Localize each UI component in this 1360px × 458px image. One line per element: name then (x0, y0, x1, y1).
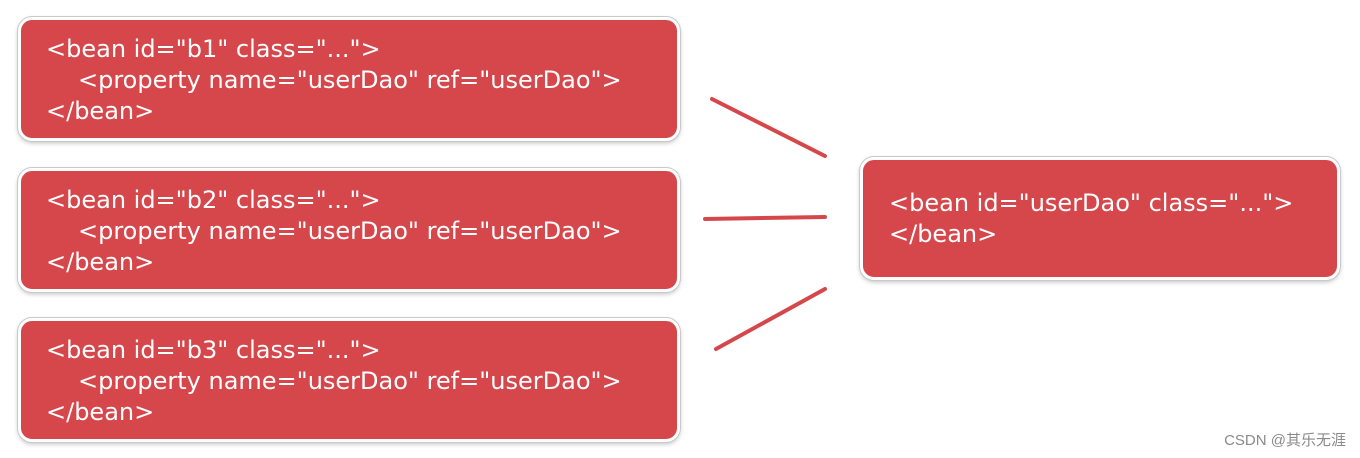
bean-userdao-box: <bean id="userDao" class="..."> </bean> (860, 157, 1340, 280)
watermark: CSDN @其乐无涯 (1224, 432, 1346, 449)
connector-b1-to-userdao (710, 97, 827, 158)
bean-b2-property: <property name="userDao" ref="userDao"> (78, 217, 622, 245)
bean-b1-box: <bean id="b1" class="..."> <property nam… (18, 17, 680, 141)
bean-b1-property: <property name="userDao" ref="userDao"> (78, 66, 622, 94)
bean-b2-box: <bean id="b2" class="..."> <property nam… (18, 168, 680, 292)
bean-b3-open-tag: <bean id="b3" class="..."> (46, 336, 381, 364)
bean-b2-open-tag: <bean id="b2" class="..."> (46, 186, 381, 214)
bean-b3-property: <property name="userDao" ref="userDao"> (78, 367, 622, 395)
bean-b1-close-tag: </bean> (46, 97, 155, 125)
bean-userdao-close-tag: </bean> (889, 220, 998, 248)
connector-b3-to-userdao (714, 287, 827, 351)
bean-b3-box: <bean id="b3" class="..."> <property nam… (18, 318, 680, 442)
bean-b2-close-tag: </bean> (46, 248, 155, 276)
bean-userdao-open-tag: <bean id="userDao" class="..."> (889, 189, 1294, 217)
bean-b3-close-tag: </bean> (46, 398, 155, 426)
bean-b1-open-tag: <bean id="b1" class="..."> (46, 35, 381, 63)
connector-b2-to-userdao (703, 215, 827, 221)
